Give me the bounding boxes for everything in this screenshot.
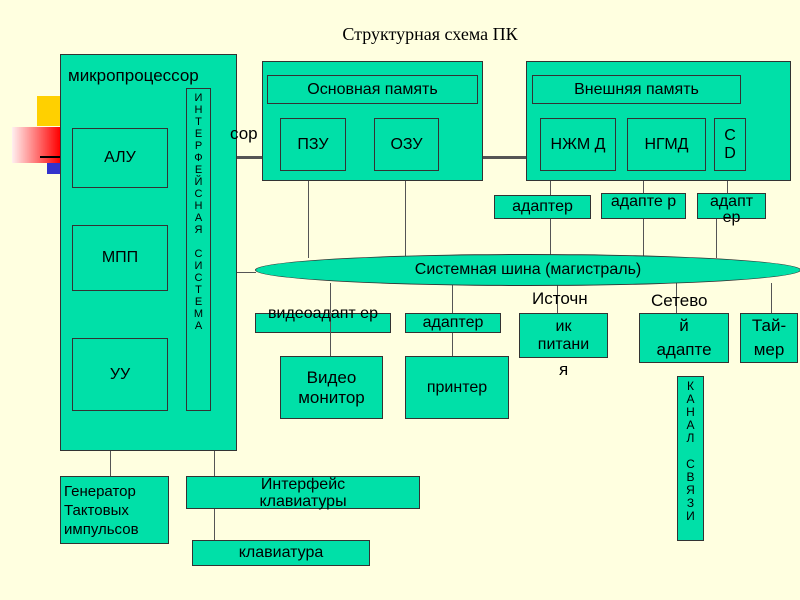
connector [550,170,551,195]
video-monitor-box: Видео монитор [280,356,383,419]
connector [716,218,717,258]
power-label-bottom: я [559,360,569,379]
uu-box: УУ [72,338,168,411]
decor-yellow-square [37,96,61,126]
ram-box: ОЗУ [374,118,439,171]
power-supply-box: ик питани [519,313,608,358]
connector [236,156,262,159]
network-label-top: Сетево [651,291,708,310]
fdd-box: НГМД [627,118,706,171]
connector [550,218,551,258]
page-title: Структурная схема ПК [342,24,518,44]
connector [110,450,111,476]
printer-box: принтер [405,356,509,419]
adapter-box: адаптер [494,195,591,219]
video-adapter-box: видеоадапт ер [268,305,378,322]
connector [308,180,309,258]
microprocessor-label: микропроцессор [68,66,199,85]
connector [214,508,215,540]
connector [727,170,728,193]
connector [771,283,772,313]
printer-adapter-box: адаптер [405,313,501,333]
keyboard-interface-box: Интерфейс клавиатуры [186,476,420,510]
connector [405,180,406,258]
connector [676,283,677,313]
clock-generator-box: Генератор Тактовых импульсов [60,476,169,544]
network-adapter-box: й адапте [639,313,729,363]
system-bus: Системная шина (магистраль) [255,254,800,286]
hdd-box: НЖМ Д [540,118,616,171]
cd-box: С D [714,118,746,171]
connector [214,450,215,476]
external-memory-label: Внешняя память [532,75,741,104]
alu-box: АЛУ [72,128,168,188]
rom-box: ПЗУ [280,118,346,171]
interface-system-strip: И Н Т Е Р Ф Е Й С Н А Я С И С Т Е М А [186,88,211,411]
adapter-box: адапте р [601,193,686,219]
timer-box: Тай- мер [740,313,798,363]
decor-blue-square [47,163,61,174]
overflow-text: сор [230,124,258,143]
connector [643,170,644,193]
communication-channel-strip: К А Н А Л С В Я З И [677,376,704,541]
adapter-box: адапт ер [697,193,766,226]
decor-line [40,156,60,158]
power-label-top: Источн [532,289,588,308]
keyboard-box: клавиатура [192,540,370,566]
connector [236,272,256,273]
connector [557,283,558,313]
connector [643,218,644,258]
mpp-box: МПП [72,225,168,291]
connector [330,283,331,356]
connector [482,156,526,159]
main-memory-label: Основная память [267,75,478,104]
